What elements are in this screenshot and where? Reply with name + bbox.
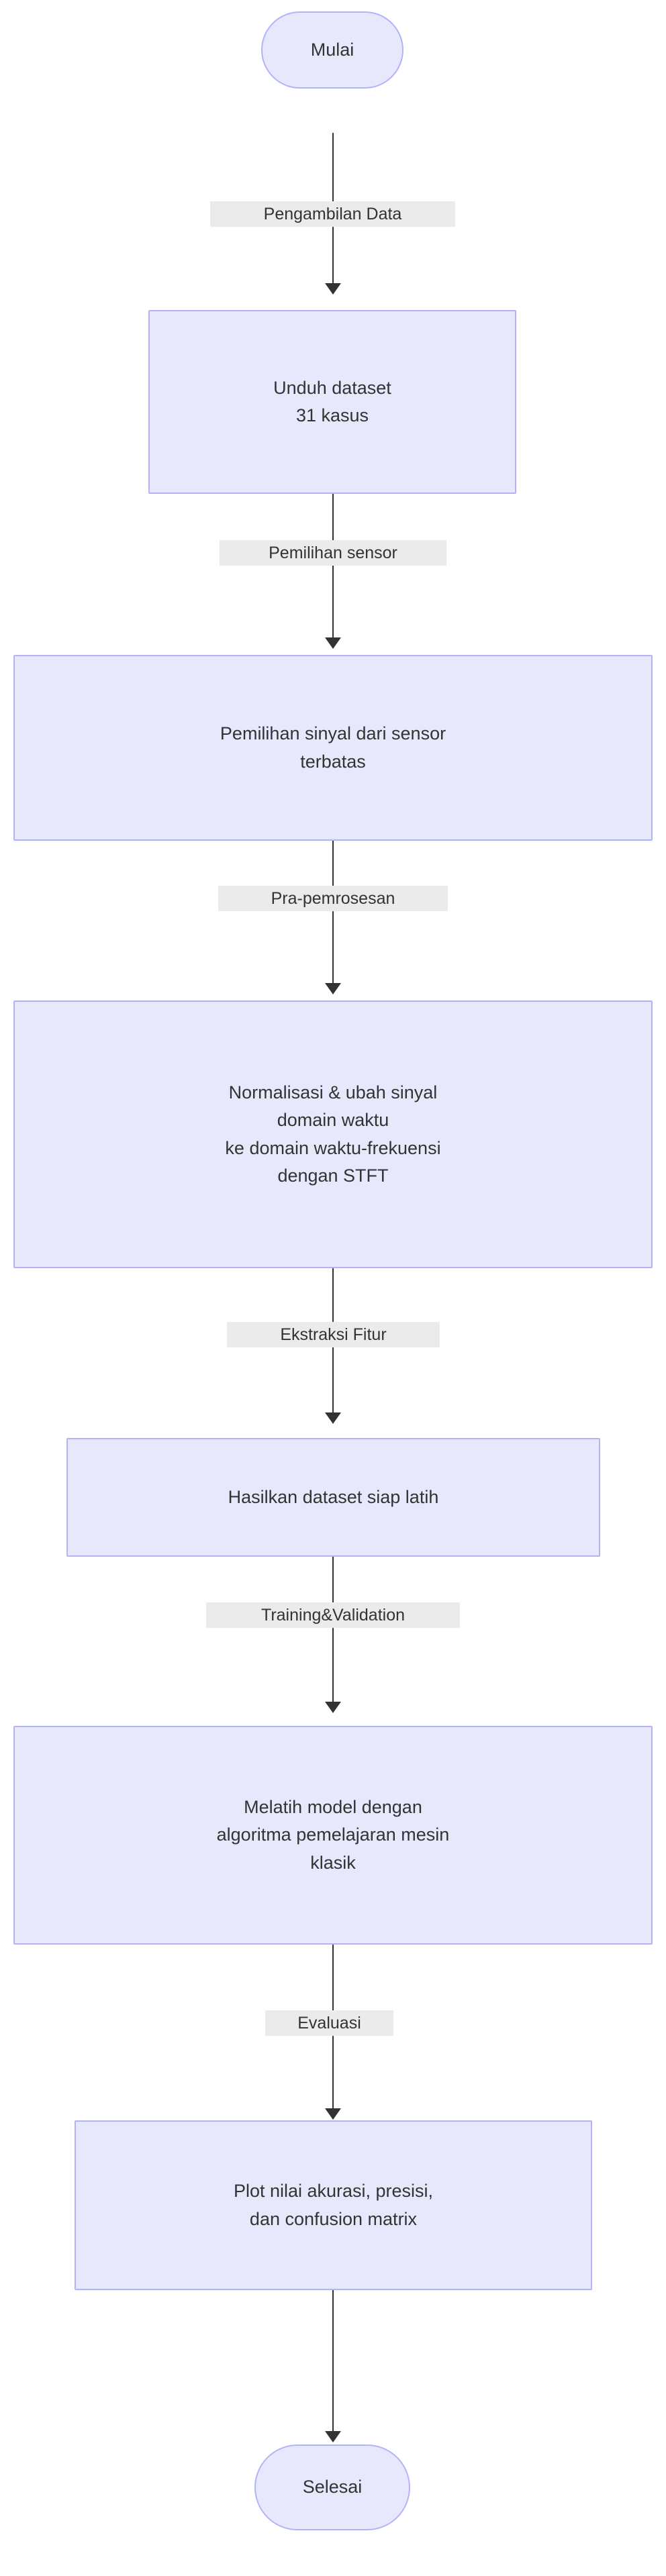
node-normalisasi-stft[interactable]: Normalisasi & ubah sinyal domain waktu k… [13, 1000, 653, 1268]
node-melatih-model-line-2: algoritma pemelajaran mesin [216, 1824, 450, 1845]
arrow-head-plot-metrics [325, 2108, 341, 2120]
arrow-head-preprocess [325, 983, 341, 994]
node-pemilihan-sinyal-line-2: terbatas [300, 751, 366, 772]
node-unduh-dataset[interactable]: Unduh dataset 31 kasus [148, 310, 516, 494]
node-pemilihan-sinyal-line-1: Pemilihan sinyal dari sensor [220, 723, 446, 744]
arrow-head-dataset-ready [325, 1412, 341, 1424]
arrow-head-train-model [325, 1702, 341, 1713]
node-normalisasi-stft-line-1: Normalisasi & ubah sinyal [228, 1082, 438, 1103]
edge-label-training-validation: Training&Validation [206, 1602, 460, 1628]
arrow-head-download [325, 283, 341, 295]
edge-line-select-signal-to-preprocess [332, 841, 334, 983]
edge-label-pemilihan-sensor: Pemilihan sensor [220, 540, 446, 566]
node-end-line-1: Selesai [302, 2477, 363, 2497]
node-plot-metrik[interactable]: Plot nilai akurasi, presisi, dan confusi… [75, 2120, 592, 2290]
node-melatih-model-line-3: klasik [310, 1852, 356, 1873]
node-plot-metrik-line-1: Plot nilai akurasi, presisi, [233, 2181, 434, 2202]
node-normalisasi-stft-line-4: dengan STFT [277, 1165, 389, 1186]
arrow-head-end [325, 2431, 341, 2442]
edge-line-plot-metrics-to-end [332, 2290, 334, 2431]
node-melatih-model[interactable]: Melatih model dengan algoritma pemelajar… [13, 1726, 653, 1945]
edge-label-evaluasi: Evaluasi [265, 2010, 393, 2036]
node-dataset-siap-latih[interactable]: Hasilkan dataset siap latih [66, 1438, 600, 1557]
node-plot-metrik-line-2: dan confusion matrix [249, 2208, 418, 2229]
node-end[interactable]: Selesai [254, 2444, 410, 2530]
node-melatih-model-line-1: Melatih model dengan [244, 1797, 422, 1818]
node-unduh-dataset-line-1: Unduh dataset [273, 377, 391, 398]
edge-line-dataset-ready-to-train-model [332, 1557, 334, 1702]
node-start-line-1: Mulai [310, 39, 354, 60]
node-normalisasi-stft-line-3: ke domain waktu-frekuensi [225, 1137, 441, 1158]
edge-label-ekstraksi-fitur: Ekstraksi Fitur [227, 1322, 440, 1347]
node-dataset-siap-latih-line-1: Hasilkan dataset siap latih [228, 1486, 439, 1507]
edge-label-pra-pemrosesan: Pra-pemrosesan [218, 886, 448, 911]
node-unduh-dataset-line-2: 31 kasus [295, 405, 369, 425]
edge-label-pengambilan-data: Pengambilan Data [210, 201, 455, 227]
arrow-head-select-signal [325, 637, 341, 649]
node-normalisasi-stft-line-2: domain waktu [277, 1110, 389, 1131]
node-start[interactable]: Mulai [261, 11, 403, 89]
node-pemilihan-sinyal[interactable]: Pemilihan sinyal dari sensor terbatas [13, 655, 653, 841]
edge-line-download-to-select-signal [332, 494, 334, 637]
